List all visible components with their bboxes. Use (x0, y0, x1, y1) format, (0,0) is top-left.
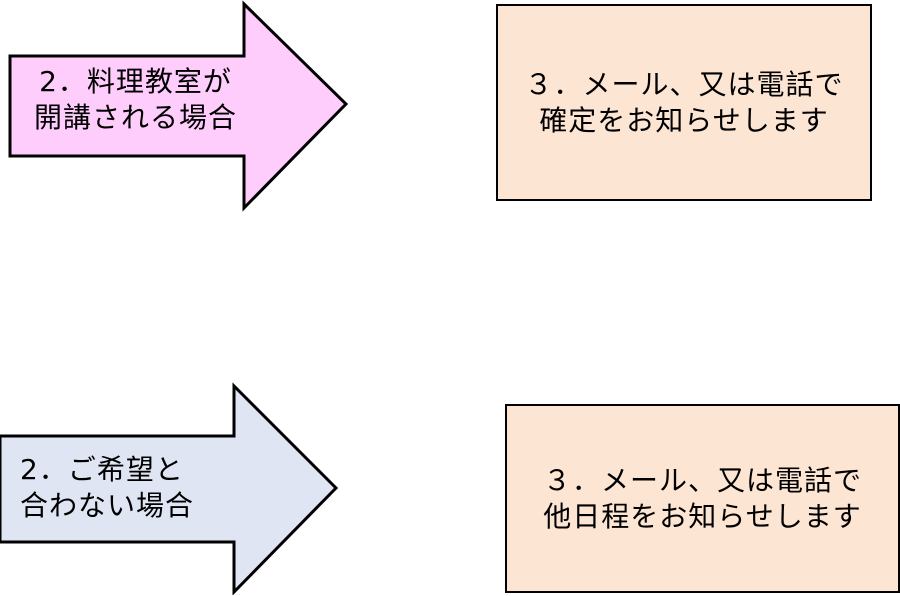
box-confirm-notice: ３．メール、又は電話で 確定をお知らせします (496, 4, 872, 201)
box-confirm-notice-line-2: 確定をお知らせします (539, 103, 829, 137)
box-confirm-notice-line-1: ３．メール、又は電話で (524, 67, 844, 101)
arrow-not-matching (0, 382, 339, 595)
box-other-date-notice-label: ３．メール、又は電話で 他日程をお知らせします (543, 463, 862, 535)
box-confirm-notice-label: ３．メール、又は電話で 確定をお知らせします (524, 67, 843, 139)
arrow-not-matching-label: 2．ご希望と 合わない場合 (20, 452, 194, 524)
arrow-not-matching-line-1: 2．ご希望と (20, 453, 184, 486)
arrow-not-matching-line-2: 合わない場合 (20, 489, 195, 522)
arrow-open-class-shape (8, 0, 349, 212)
arrow-not-matching-shape (0, 382, 339, 595)
box-other-date-notice-line-2: 他日程をお知らせします (543, 499, 862, 533)
box-other-date-notice-line-1: ３．メール、又は電話で (542, 463, 862, 497)
arrow-open-class-label: 2．料理教室が 開講される場合 (34, 64, 237, 136)
arrow-open-class-line-1: 2．料理教室が (39, 65, 232, 98)
arrow-open-class (8, 0, 349, 212)
box-other-date-notice: ３．メール、又は電話で 他日程をお知らせします (505, 404, 900, 593)
arrow-open-class-line-2: 開講される場合 (34, 101, 238, 134)
